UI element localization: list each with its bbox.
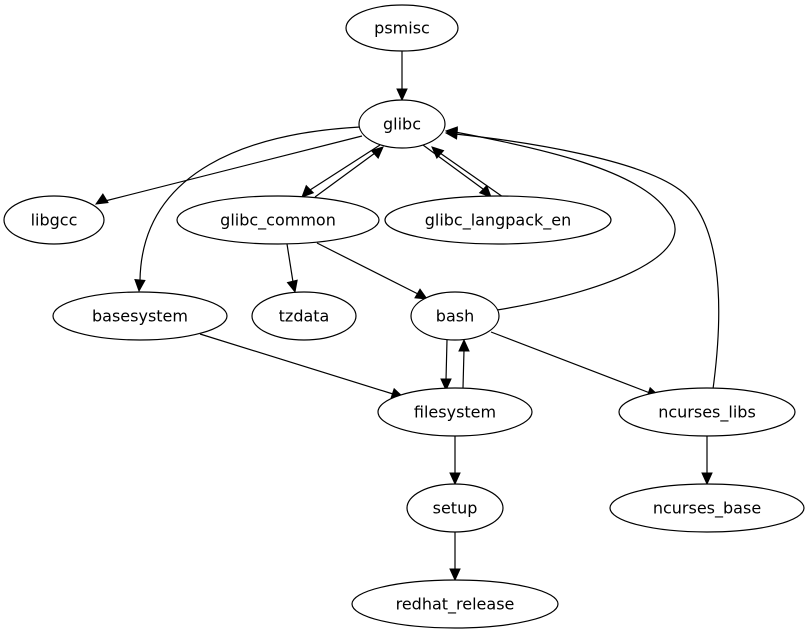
edge-bash-to-ncurses-libs (490, 331, 661, 398)
edge-line (309, 144, 381, 191)
edge-basesystem-to-filesystem (199, 333, 405, 399)
node-setup: setup (406, 483, 504, 533)
node-label: filesystem (414, 403, 496, 422)
arrowhead-icon (134, 279, 146, 293)
node-ellipse (618, 387, 796, 437)
node-filesystem: filesystem (377, 387, 533, 437)
arrowhead-icon (701, 472, 713, 486)
node-label: tzdata (279, 307, 330, 326)
node-label: glibc (383, 115, 421, 134)
edge-glibc-to-glibc-common (301, 144, 381, 198)
node-label: ncurses_libs (658, 403, 756, 423)
edge-ncurses-libs-to-glibc (444, 128, 720, 390)
edge-line (199, 333, 394, 395)
node-ellipse (345, 4, 459, 52)
node-ellipse (176, 195, 380, 245)
node-ellipse (3, 195, 105, 245)
node-ncurses-libs: ncurses_libs (618, 387, 796, 437)
node-ellipse (609, 483, 805, 533)
edge-line (104, 135, 363, 202)
edge-line (454, 133, 720, 390)
node-label: redhat_release (396, 595, 515, 615)
edge-line (462, 349, 465, 389)
edge-line (445, 339, 448, 381)
edge-glibc-langpack-en-to-glibc (431, 146, 504, 198)
node-bash: bash (410, 291, 500, 341)
node-redhat-release: redhat_release (351, 579, 559, 629)
node-label: bash (436, 307, 474, 326)
arrowhead-icon (286, 279, 298, 294)
edge-glibc-to-libgcc (94, 135, 363, 205)
arrowhead-icon (444, 128, 458, 140)
edge-line (454, 131, 676, 311)
node-label: libgcc (31, 211, 78, 230)
edge-line (316, 242, 419, 295)
node-ellipse (351, 579, 559, 629)
node-label: glibc_langpack_en (425, 211, 572, 231)
node-tzdata: tzdata (251, 291, 357, 341)
edge-line (139, 126, 361, 281)
edge-glibc-common-to-glibc (314, 146, 384, 198)
node-libgcc: libgcc (3, 195, 105, 245)
edge-glibc-common-to-bash (316, 242, 429, 300)
edge-glibc-to-glibc-langpack-en (422, 144, 492, 198)
node-label: ncurses_base (653, 499, 761, 519)
edge-glibc-common-to-tzdata (286, 243, 298, 294)
arrowhead-icon (301, 184, 315, 198)
node-psmisc: psmisc (345, 4, 459, 52)
edge-line (286, 243, 294, 283)
node-ellipse (358, 99, 446, 149)
arrowhead-icon (478, 184, 492, 198)
node-label: setup (433, 499, 478, 518)
arrowhead-icon (431, 146, 445, 159)
node-ncurses-base: ncurses_base (609, 483, 805, 533)
edges-layer (94, 51, 720, 582)
edge-line (439, 152, 504, 198)
node-glibc: glibc (358, 99, 446, 149)
arrowhead-icon (370, 146, 384, 159)
arrowhead-icon (458, 338, 470, 352)
edge-glibc-to-basesystem (134, 126, 361, 293)
arrowhead-icon (414, 288, 429, 300)
edge-setup-to-redhat-release (449, 532, 461, 582)
edge-psmisc-to-glibc (396, 51, 408, 102)
arrowhead-icon (449, 568, 461, 582)
edge-filesystem-to-setup (449, 436, 461, 486)
node-label: glibc_common (220, 211, 336, 231)
node-ellipse (52, 291, 228, 341)
arrowhead-icon (449, 472, 461, 486)
edge-bash-to-filesystem (440, 339, 452, 392)
arrowhead-icon (94, 193, 109, 205)
nodes-layer: psmisc glibc libgcc glibc_common glibc_langp… (3, 4, 805, 629)
node-ellipse (377, 387, 533, 437)
edge-line (490, 331, 651, 394)
arrowhead-icon (396, 88, 408, 102)
edge-line (422, 144, 484, 190)
edge-ncurses-libs-to-ncurses-base (701, 436, 713, 486)
node-glibc-common: glibc_common (176, 195, 380, 245)
edge-line (314, 152, 376, 198)
node-ellipse (406, 483, 504, 533)
node-label: psmisc (374, 19, 430, 38)
node-glibc-langpack-en: glibc_langpack_en (384, 195, 612, 245)
node-ellipse (410, 291, 500, 341)
node-basesystem: basesystem (52, 291, 228, 341)
node-ellipse (384, 195, 612, 245)
edge-filesystem-to-bash (458, 338, 470, 389)
arrowhead-icon (440, 378, 452, 392)
node-ellipse (251, 291, 357, 341)
node-label: basesystem (92, 307, 188, 326)
